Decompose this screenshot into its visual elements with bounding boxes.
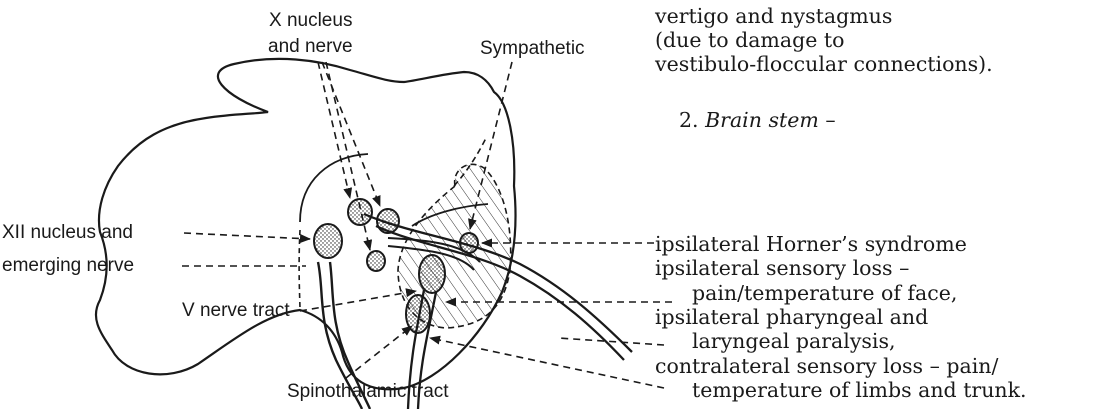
spinothalamic-tract-oval (406, 295, 430, 333)
leader-xii-top (184, 233, 310, 239)
label-xii-line2: emerging nerve (2, 254, 134, 278)
leader-contralateral (430, 338, 664, 388)
note-vertigo-1: vertigo and nystagmus (655, 4, 892, 29)
brainstem-dash: – (819, 108, 836, 132)
deficit-ipsilateral-sensory: ipsilateral sensory loss – (655, 256, 909, 281)
leader-spinothalamic (346, 326, 412, 378)
deficit-face: pain/temperature of face, (655, 281, 957, 306)
leader-pharyngeal (558, 338, 664, 345)
leader-x-2 (322, 62, 380, 206)
deficit-limbs-trunk: temperature of limbs and trunk. (655, 378, 1027, 403)
deficit-laryngeal: laryngeal paralysis, (655, 329, 896, 354)
note-vertigo-3: vestibulo-floccular connections). (655, 52, 993, 77)
label-spinothalamic-tract: Spinothalamic tract (287, 380, 449, 404)
x-nucleus-right (377, 209, 399, 233)
deficit-pharyngeal: ipsilateral pharyngeal and (655, 305, 928, 330)
label-x-nucleus-line1: X nucleus (269, 9, 352, 33)
brainstem-heading: 2. Brain stem – (679, 108, 836, 133)
label-xii-line1: XII nucleus and (2, 221, 133, 245)
label-sympathetic: Sympathetic (480, 37, 585, 61)
xii-nucleus (314, 224, 342, 258)
x-nucleus-lower (367, 251, 385, 271)
leader-v-tract (300, 291, 416, 311)
sympathetic-tract (460, 233, 478, 253)
brainstem-number: 2. (679, 108, 699, 132)
leader-x-1 (318, 62, 350, 198)
x-nucleus-upper (348, 199, 372, 225)
deficit-horner: ipsilateral Horner’s syndrome (655, 232, 967, 257)
note-vertigo-2: (due to damage to (655, 28, 844, 53)
brainstem-title: Brain stem (705, 108, 819, 132)
v-nerve-tract-oval (419, 255, 445, 293)
deficit-contralateral: contralateral sensory loss – pain/ (655, 354, 998, 379)
label-x-nucleus-line2: and nerve (268, 35, 353, 59)
label-v-nerve-tract: V nerve tract (182, 299, 290, 323)
